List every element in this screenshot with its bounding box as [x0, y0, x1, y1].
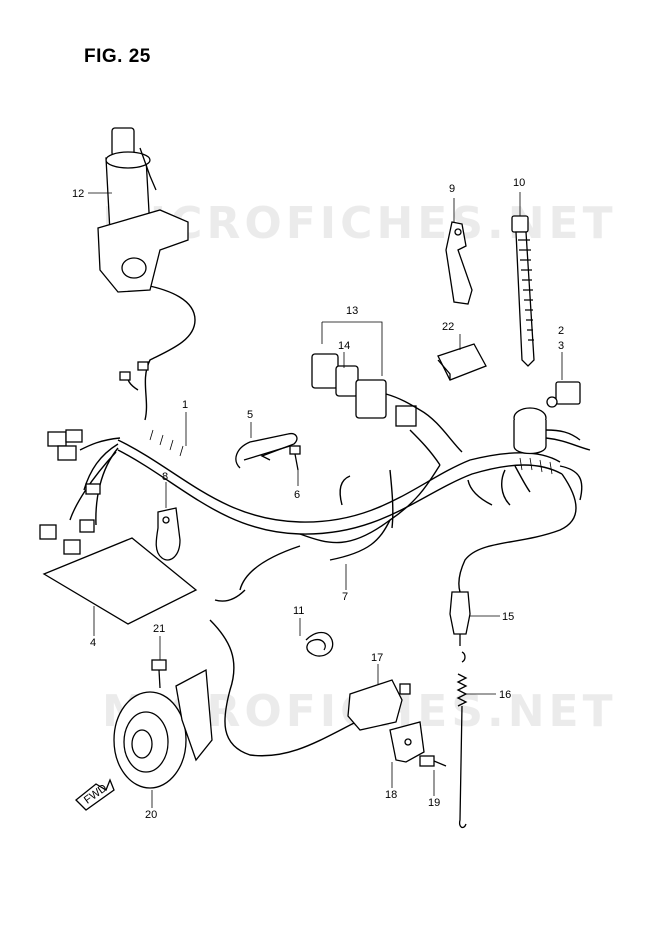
callout-21: 21	[153, 623, 165, 635]
callout-13: 13	[346, 305, 358, 317]
callout-5: 5	[247, 409, 253, 421]
callout-18: 18	[385, 789, 397, 801]
bolt-6	[289, 445, 301, 471]
cable-tie-10	[511, 215, 535, 367]
callout-6: 6	[294, 489, 300, 501]
callout-14: 14	[338, 340, 350, 352]
callout-12: 12	[72, 188, 84, 200]
condenser	[513, 407, 591, 455]
callout-3: 3	[558, 340, 564, 352]
callout-16: 16	[499, 689, 511, 701]
callout-17: 17	[371, 652, 383, 664]
block-2-3	[546, 381, 581, 408]
clamp-8	[155, 507, 181, 561]
fwd-arrow	[75, 778, 115, 811]
horn-20	[113, 668, 213, 789]
pad-22	[437, 343, 487, 381]
ignition-switch	[97, 127, 189, 293]
callout-7: 7	[342, 591, 348, 603]
label-sheet	[42, 537, 198, 625]
callout-8: 8	[162, 471, 168, 483]
switch-15	[449, 591, 471, 646]
relay-assembly	[311, 353, 463, 453]
screw-19	[419, 755, 447, 767]
switch-17	[347, 679, 411, 731]
callout-1: 1	[182, 399, 188, 411]
callout-10: 10	[513, 177, 525, 189]
callout-22: 22	[442, 321, 454, 333]
left-connectors	[39, 361, 149, 555]
clip-11	[305, 631, 334, 657]
callout-11: 11	[293, 605, 304, 617]
callout-2: 2	[558, 325, 564, 337]
bolt-21	[151, 659, 167, 689]
spring-16	[456, 651, 468, 829]
clamp-5	[235, 432, 298, 469]
callout-4: 4	[90, 637, 96, 649]
callout-15: 15	[502, 611, 514, 623]
figure-title: FIG. 25	[84, 46, 151, 67]
clamp-9	[445, 221, 473, 305]
callout-20: 20	[145, 809, 157, 821]
callout-19: 19	[428, 797, 440, 809]
callout-9: 9	[449, 183, 455, 195]
leader-lines	[88, 192, 563, 808]
bracket-18	[389, 721, 425, 763]
